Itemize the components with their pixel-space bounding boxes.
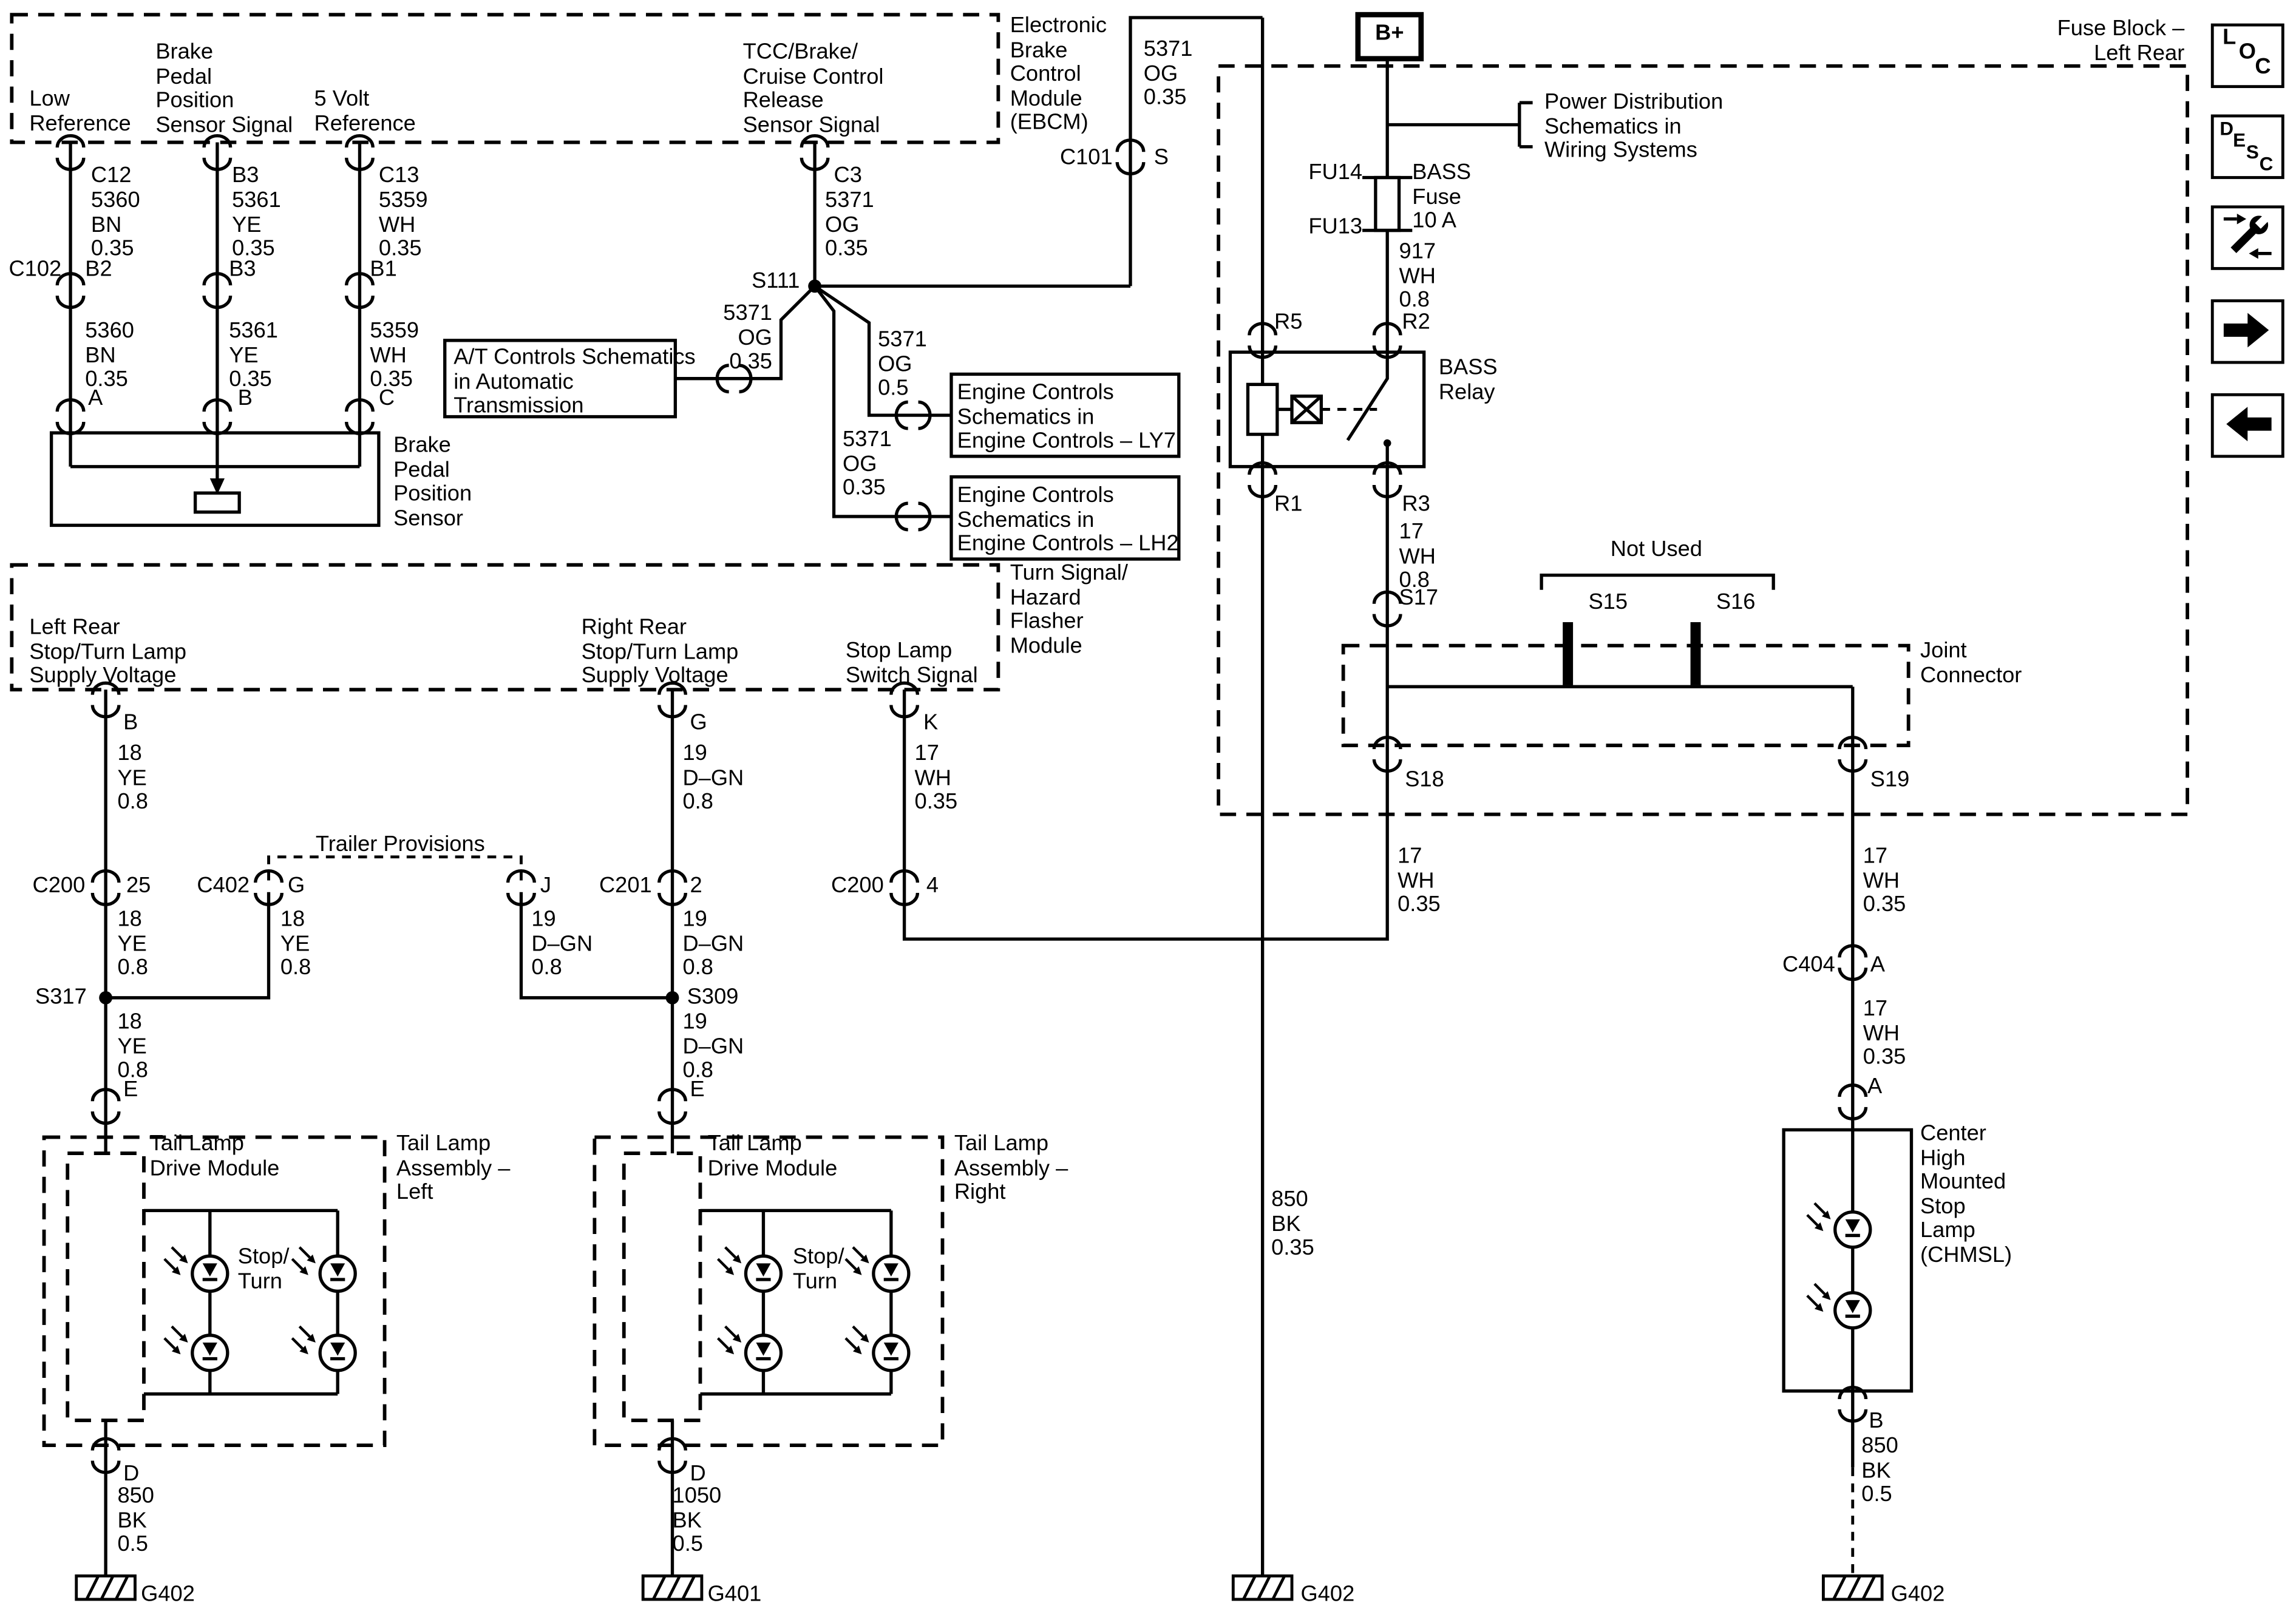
tail-left-lamp-wires <box>143 1209 339 1396</box>
splice-s111-dot <box>808 279 821 293</box>
loc-letter-l: L <box>2223 25 2237 50</box>
tail-left-assembly-box <box>42 1135 387 1448</box>
component-boxes <box>49 12 1914 1393</box>
s15-s16-stubs <box>1563 622 1701 685</box>
flasher-module-box <box>10 563 1000 692</box>
desc-letter-e: E <box>2233 129 2246 151</box>
chmsl-box <box>1782 1128 1914 1393</box>
desc-letter-c: C <box>2259 152 2274 175</box>
wires-dashed <box>267 408 1855 1576</box>
bplus-terminal-box <box>1355 12 1424 62</box>
back-arrow-icon <box>2226 407 2272 442</box>
loc-button[interactable]: L O C <box>2210 23 2284 89</box>
bpps-wiper-target <box>193 491 241 514</box>
repair-info-button[interactable] <box>2210 205 2284 270</box>
tail-right-drive-module-box <box>622 1151 702 1422</box>
relay-feed-wires <box>1260 18 1533 1576</box>
wires-solid <box>69 16 1855 1576</box>
joint-connector-box <box>1341 643 1911 747</box>
fuse-symbol <box>1374 175 1401 232</box>
ground-symbols <box>76 1576 1882 1599</box>
forward-button[interactable] <box>2210 299 2284 364</box>
tail-right-lamp-wires <box>700 1209 893 1396</box>
at-controls-box <box>443 339 678 419</box>
flasher-wires <box>104 690 674 1576</box>
engine-controls-lh2-box <box>949 475 1181 561</box>
engine-controls-ly7-box <box>949 372 1181 458</box>
back-button[interactable] <box>2210 393 2284 458</box>
loc-letter-c: C <box>2255 54 2271 80</box>
ebcm-box <box>10 13 1000 144</box>
forward-arrow-icon <box>2223 313 2269 348</box>
desc-letter-d: D <box>2220 117 2234 140</box>
splice-s309-dot <box>665 991 679 1005</box>
wiring-repair-icon <box>2223 214 2272 259</box>
ebcm-wires <box>69 142 817 481</box>
splice-dots <box>99 279 1391 1005</box>
tail-right-assembly-box <box>593 1135 945 1448</box>
relay-contact-dot <box>1383 439 1391 447</box>
relay-internal-wires <box>1277 352 1389 467</box>
bpps-wiper-arrow <box>209 478 225 495</box>
desc-letter-s: S <box>2246 141 2259 163</box>
joint-connector-wires <box>902 466 1855 1468</box>
splice-s317-dot <box>99 991 112 1005</box>
bass-relay-box <box>1228 350 1426 469</box>
desc-button[interactable]: D E S C <box>2210 114 2284 179</box>
lamp-symbols <box>165 1203 1870 1371</box>
trailer-provisions-wire <box>267 855 523 881</box>
fuse-block-box <box>1217 64 2190 816</box>
relay-coil <box>1246 382 1279 436</box>
loc-letter-o: O <box>2238 39 2256 65</box>
s111-branch-wires <box>675 16 1263 518</box>
tail-left-drive-module-box <box>66 1151 146 1422</box>
